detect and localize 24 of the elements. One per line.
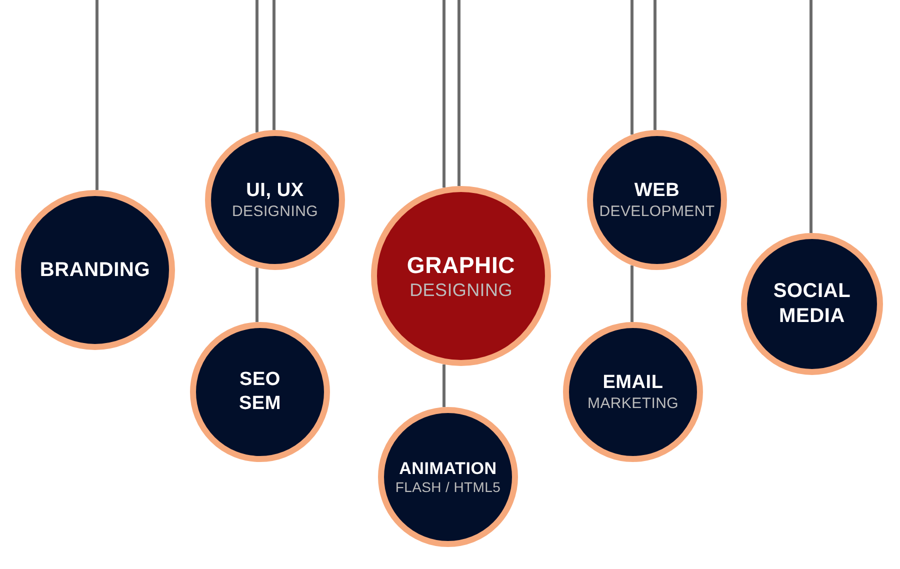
node-title: GRAPHIC (406, 250, 516, 280)
connector-line (256, 268, 258, 322)
node-subtitle: DEVELOPMENT (599, 202, 715, 221)
node-title: EMAIL (602, 371, 664, 395)
node-title: UI, UX (246, 179, 304, 203)
hanging-string (96, 0, 98, 190)
node-title: BRANDING (40, 258, 150, 282)
hanging-string (442, 0, 446, 188)
hanging-string (256, 0, 258, 132)
hanging-string (458, 0, 460, 186)
node-subtitle: FLASH / HTML5 (395, 479, 501, 496)
hanging-string (654, 0, 656, 130)
connector-line (442, 364, 446, 408)
node-subtitle: MARKETING (588, 394, 678, 413)
node-title: ANIMATION (399, 458, 497, 480)
hanging-string (272, 0, 276, 130)
node-title: SOCIAL MEDIA (772, 279, 852, 329)
hanging-string (630, 0, 634, 135)
node-title: SEO SEM (238, 368, 282, 416)
node-subtitle: DESIGNING (232, 202, 318, 221)
node-title: WEB (634, 179, 680, 203)
hanging-string (810, 0, 812, 233)
node-subtitle: DESIGNING (410, 280, 512, 302)
connector-line (630, 265, 634, 322)
